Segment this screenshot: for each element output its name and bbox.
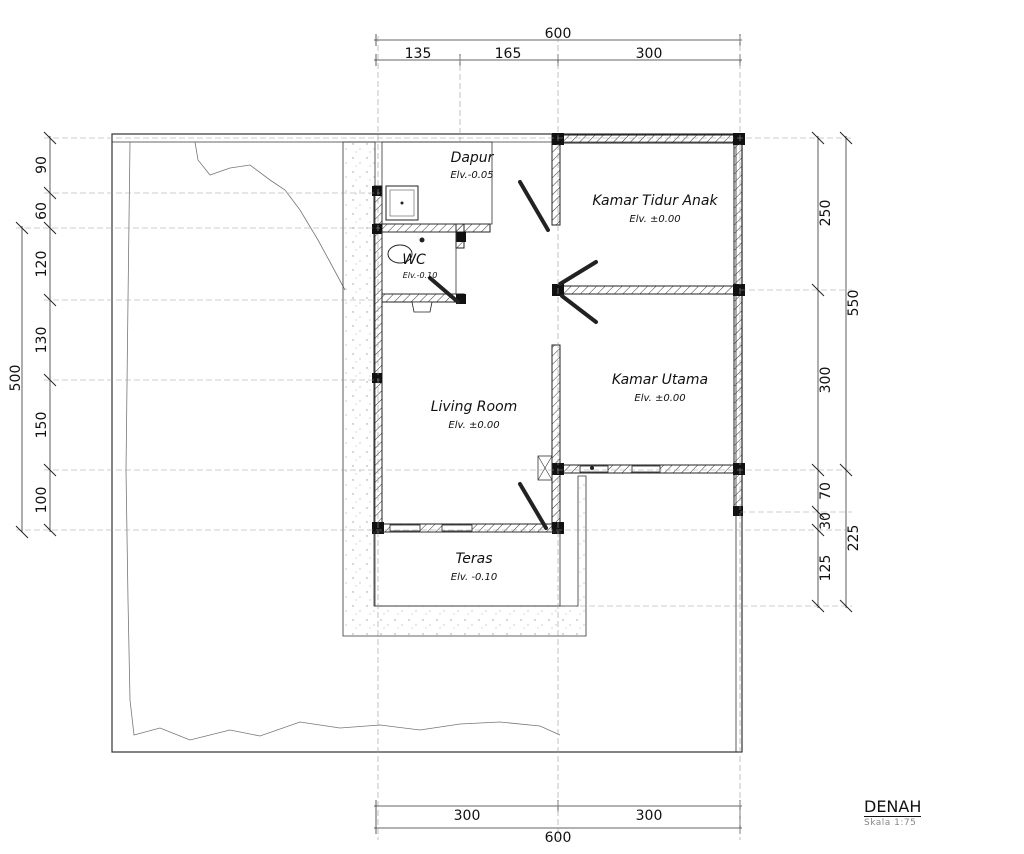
dim-right-seg-1: 250 — [818, 200, 834, 227]
dimension-ticks — [15, 131, 853, 613]
dim-top-total: 600 — [545, 26, 572, 42]
drawing-title: DENAH — [864, 797, 922, 816]
room-teras-elv: Elv. -0.10 — [451, 572, 497, 583]
dim-left-seg-5: 150 — [34, 412, 50, 439]
dim-left-seg-4: 130 — [34, 327, 50, 354]
dim-bottom-seg-1: 300 — [454, 808, 481, 824]
dim-right-seg-3: 70 — [818, 482, 834, 500]
columns — [372, 133, 745, 534]
room-kamar-anak-elv: Elv. ±0.00 — [629, 214, 680, 225]
room-kamar-utama-label: Kamar Utama — [612, 372, 708, 388]
room-living-label: Living Room — [431, 399, 518, 415]
dim-left-seg-3: 120 — [34, 251, 50, 278]
room-dapur-elv: Elv.-0.05 — [450, 170, 493, 181]
dim-right-total: 550 — [846, 290, 862, 317]
dim-bottom-total: 600 — [545, 830, 572, 846]
dim-bottom-seg-2: 300 — [636, 808, 663, 824]
dim-left-seg-2: 60 — [34, 202, 50, 220]
toilet — [387, 244, 413, 264]
kitchen-counter — [381, 141, 493, 225]
room-kamar-anak-label: Kamar Tidur Anak — [592, 193, 718, 209]
doors — [428, 180, 598, 530]
dim-top-seg-1: 135 — [405, 46, 432, 62]
dim-right-seg-5: 125 — [818, 555, 834, 582]
room-kamar-utama-elv: Elv. ±0.00 — [634, 393, 685, 404]
closet-marker — [537, 455, 553, 481]
room-dapur-label: Dapur — [451, 150, 495, 166]
dim-left-seg-1: 90 — [34, 156, 50, 174]
windows — [389, 465, 661, 532]
dimension-lines — [21, 34, 847, 834]
dim-left-seg-6: 100 — [34, 487, 50, 514]
wc-basin — [411, 301, 433, 313]
dim-top-seg-2: 165 — [495, 46, 522, 62]
teras-area — [373, 531, 561, 607]
dim-top-seg-3: 300 — [636, 46, 663, 62]
dim-right-seg-4: 30 — [818, 512, 834, 530]
room-teras-label: Teras — [455, 551, 492, 567]
room-wc-label: WC — [402, 252, 426, 268]
drawing-title-block: DENAH Skala 1:75 — [864, 797, 922, 828]
room-living-elv: Elv. ±0.00 — [448, 420, 499, 431]
land-contour — [125, 141, 561, 741]
drawing-scale: Skala 1:75 — [864, 816, 922, 828]
dim-right-total-2: 225 — [846, 525, 862, 552]
dim-left-total: 500 — [8, 365, 24, 392]
room-wc-elv: Elv.-0.10 — [403, 271, 438, 280]
extension-lines — [16, 36, 852, 840]
dim-right-seg-2: 300 — [818, 367, 834, 394]
wc-cubicle — [381, 231, 457, 295]
